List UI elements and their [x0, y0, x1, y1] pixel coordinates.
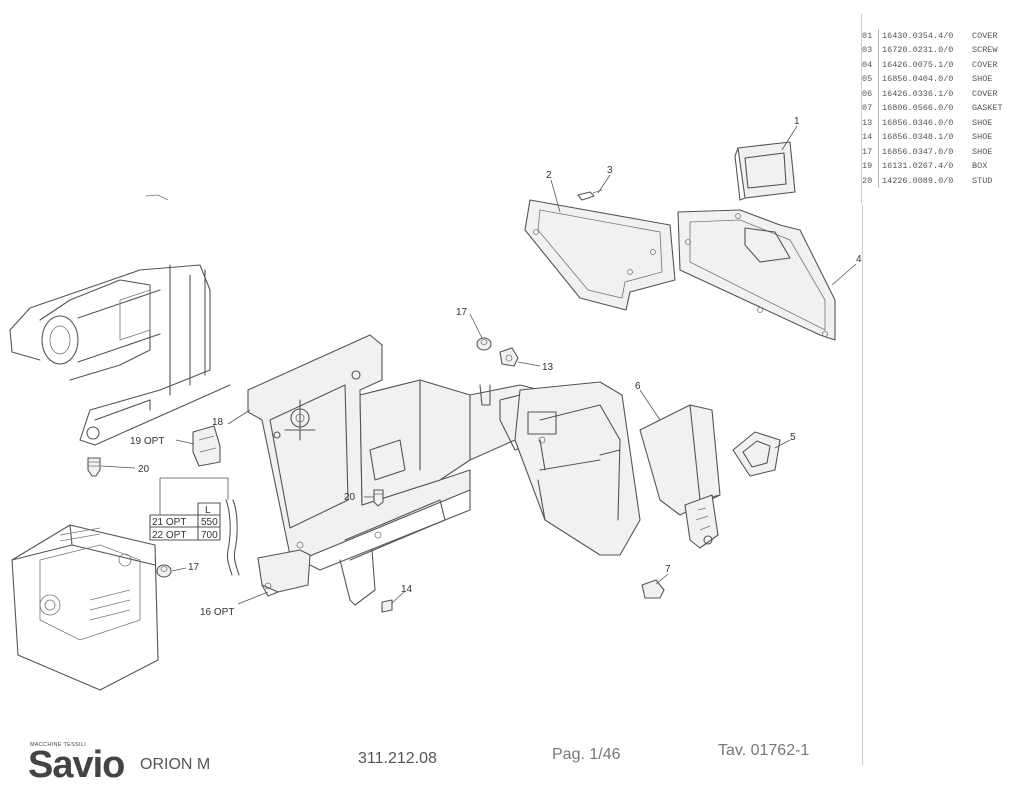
length-table-item: 22 OPT: [152, 530, 186, 541]
callout-6: 6: [635, 381, 641, 392]
document-code: 311.212.08: [358, 750, 437, 767]
page-number: Pag. 1/46: [552, 746, 621, 763]
length-table: L 21 OPT 550 22 OPT 700: [149, 502, 221, 541]
brand-tagline: MACCHINE TESSILI: [30, 742, 87, 748]
parts-list-row: [862, 14, 1022, 29]
callout-17-top: 17: [456, 307, 468, 318]
brand-logo: Savio: [28, 744, 125, 786]
callout-14: 14: [401, 584, 413, 595]
callout-7: 7: [665, 564, 671, 575]
part-16-bracket: [257, 549, 311, 597]
callout-2: 2: [546, 170, 552, 181]
parts-list-border: [861, 14, 862, 204]
length-table-item: 21 OPT: [152, 517, 186, 528]
part-1-box: [734, 141, 796, 201]
small-parts: [87, 189, 665, 613]
length-table-value: 700: [201, 530, 218, 541]
right-housing-cover: [514, 381, 641, 556]
callout-19: 19 OPT: [130, 436, 164, 447]
callout-17-bottom: 17: [188, 562, 200, 573]
leader-lines: [100, 125, 857, 605]
part-6-module: [639, 404, 721, 549]
part-4-cover: [677, 209, 836, 341]
callout-16: 16 OPT: [200, 607, 234, 618]
page-footer: MACCHINE TESSILI Savio ORION M 311.212.0…: [0, 738, 1024, 790]
ghost-gear-housing: [11, 524, 159, 691]
callout-20-center: 20: [344, 492, 356, 503]
length-table-header: L: [205, 505, 211, 516]
part-18-frame: [247, 334, 471, 606]
ghost-motor-assembly: [9, 264, 231, 446]
callout-4: 4: [856, 254, 862, 265]
model-name: ORION M: [140, 756, 211, 773]
callout-1: 1: [794, 116, 800, 127]
part-5-shoe: [732, 431, 781, 477]
callout-5: 5: [790, 432, 796, 443]
callout-13: 13: [542, 362, 554, 373]
callout-3: 3: [607, 165, 613, 176]
page-margin-line: [862, 205, 863, 765]
length-table-value: 550: [201, 517, 218, 528]
part-2-plate: [524, 199, 676, 311]
callout-labels: 1 2 3 4 5 6 7 13 14 16 OPT 17 17 18 19 O…: [130, 116, 862, 618]
stray-mark: [145, 194, 169, 201]
table-number: Tav. 01762-1: [718, 742, 810, 759]
callout-18: 18: [212, 417, 224, 428]
callout-20-left: 20: [138, 464, 150, 475]
